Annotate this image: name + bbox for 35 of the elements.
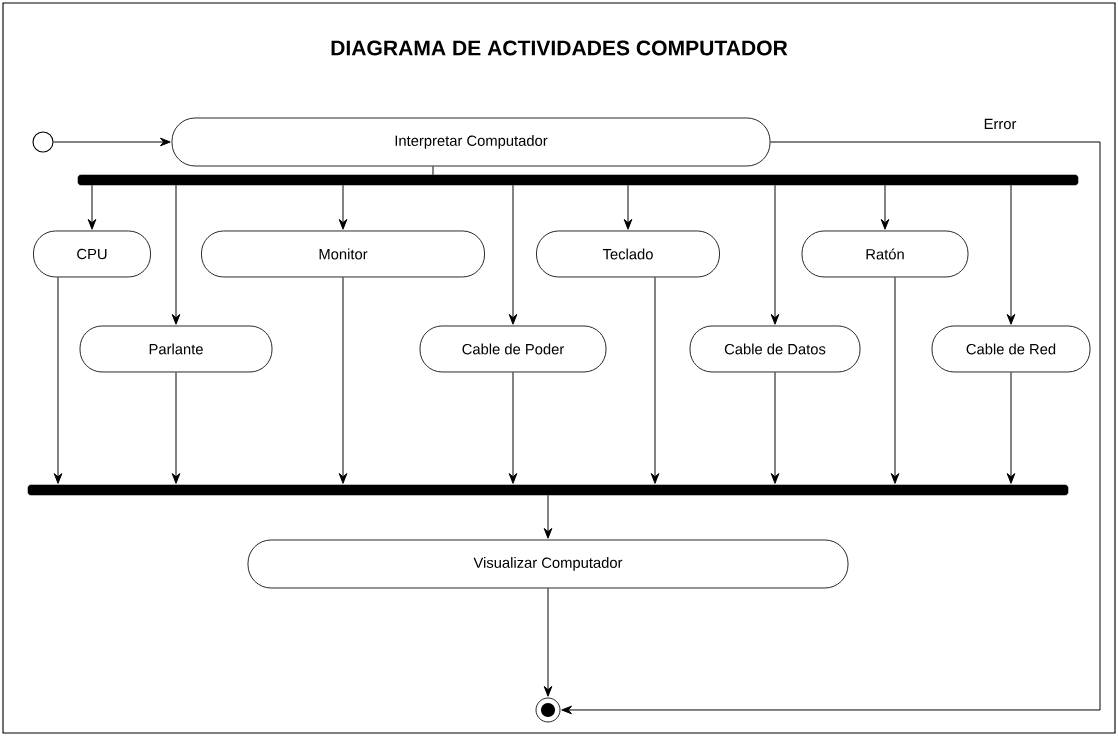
activity-box: Ratón: [801, 230, 969, 278]
activity-box: Cable de Poder: [419, 325, 607, 373]
activity-box: Interpretar Computador: [171, 117, 771, 167]
activity-box: Cable de Red: [931, 325, 1091, 373]
arrow: [623, 184, 633, 230]
arrow: [338, 184, 348, 230]
activity-box: Teclado: [536, 230, 720, 278]
arrow: [171, 371, 181, 484]
activity-box: Monitor: [201, 230, 485, 278]
arrow: [890, 276, 900, 484]
arrow: [770, 184, 780, 325]
activity-box: Cable de Datos: [689, 325, 861, 373]
arrow: [880, 184, 890, 230]
edge-label: Error: [982, 117, 1018, 131]
arrow: [338, 276, 348, 484]
activity-box: CPU: [33, 230, 151, 278]
arrow: [508, 184, 518, 325]
arrow: [87, 184, 97, 230]
activity-box: Visualizar Computador: [247, 539, 849, 589]
arrow: [1006, 371, 1016, 484]
sync-bar: [77, 174, 1079, 186]
title: DIAGRAMA DE ACTIVIDADES COMPUTADOR: [331, 40, 788, 56]
arrow: [53, 276, 63, 484]
final-node: [535, 697, 561, 723]
arrow: [770, 371, 780, 484]
activity-box: Parlante: [79, 325, 273, 373]
arrow: [171, 184, 181, 325]
arrow: [561, 141, 1101, 715]
arrow: [53, 137, 171, 147]
arrow: [1006, 184, 1016, 325]
arrow: [543, 494, 553, 539]
initial-node: [32, 131, 54, 153]
arrow: [543, 587, 553, 697]
arrow: [650, 276, 660, 484]
arrow: [508, 371, 518, 484]
